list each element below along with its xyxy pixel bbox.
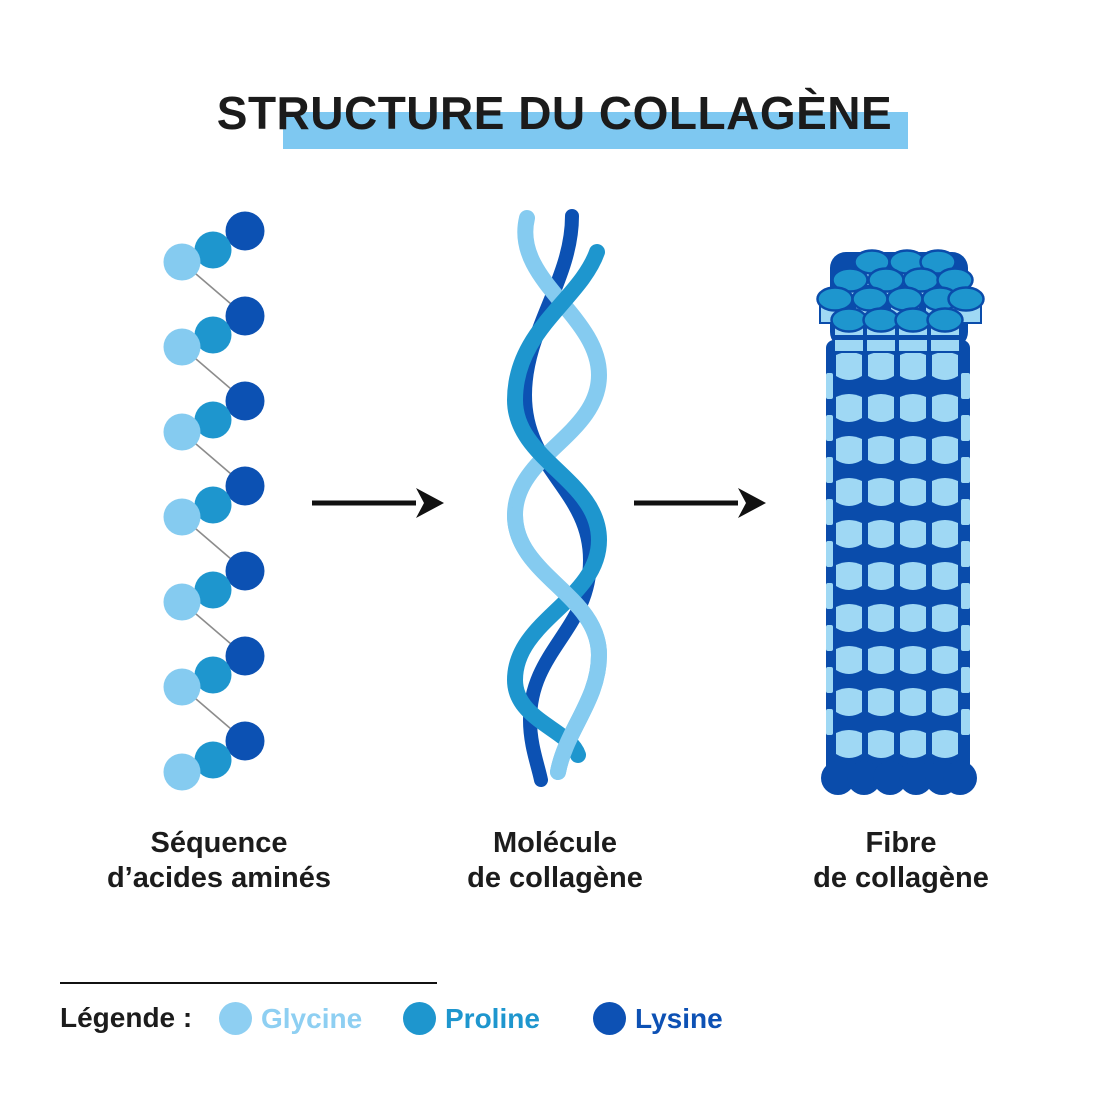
legend-item-proline: Proline	[403, 1002, 540, 1035]
stage-label-line: Fibre	[865, 827, 937, 859]
stage-label-line: de collagène	[813, 862, 989, 894]
arrow-right-icon	[634, 488, 766, 518]
legend-divider	[60, 982, 437, 984]
page-title: STRUCTURE DU COLLAGÈNE	[216, 87, 893, 139]
legend-label: Lysine	[635, 1002, 723, 1034]
stage-label-sequence: Séquence d’acides aminés	[39, 826, 399, 896]
stage-label-fiber: Fibre de collagène	[721, 826, 1081, 896]
legend-item-glycine: Glycine	[219, 1002, 362, 1035]
proline-dot-icon	[403, 1002, 436, 1035]
legend-label: Proline	[445, 1002, 540, 1034]
collagen-molecule-figure	[506, 209, 608, 787]
stage-label-line: de collagène	[467, 862, 643, 894]
legend-heading: Légende :	[60, 1002, 193, 1033]
collagen-fiber-figure	[816, 249, 985, 795]
glycine-dot-icon	[219, 1002, 252, 1035]
stage-label-line: Séquence	[150, 827, 288, 859]
legend-label: Glycine	[261, 1002, 363, 1034]
stage-label-line: Molécule	[492, 827, 618, 859]
helix-strand-proline	[506, 244, 608, 763]
amino-acid-sequence-figure	[163, 211, 265, 791]
lysine-dot-icon	[593, 1002, 626, 1035]
stage-label-molecule: Molécule de collagène	[375, 826, 735, 896]
arrow-right-icon	[312, 488, 444, 518]
helix-strand-glycine-over	[507, 507, 608, 780]
stage-label-line: d’acides aminés	[106, 862, 332, 894]
legend-item-lysine: Lysine	[593, 1002, 723, 1035]
title-highlight-bar	[283, 112, 908, 149]
